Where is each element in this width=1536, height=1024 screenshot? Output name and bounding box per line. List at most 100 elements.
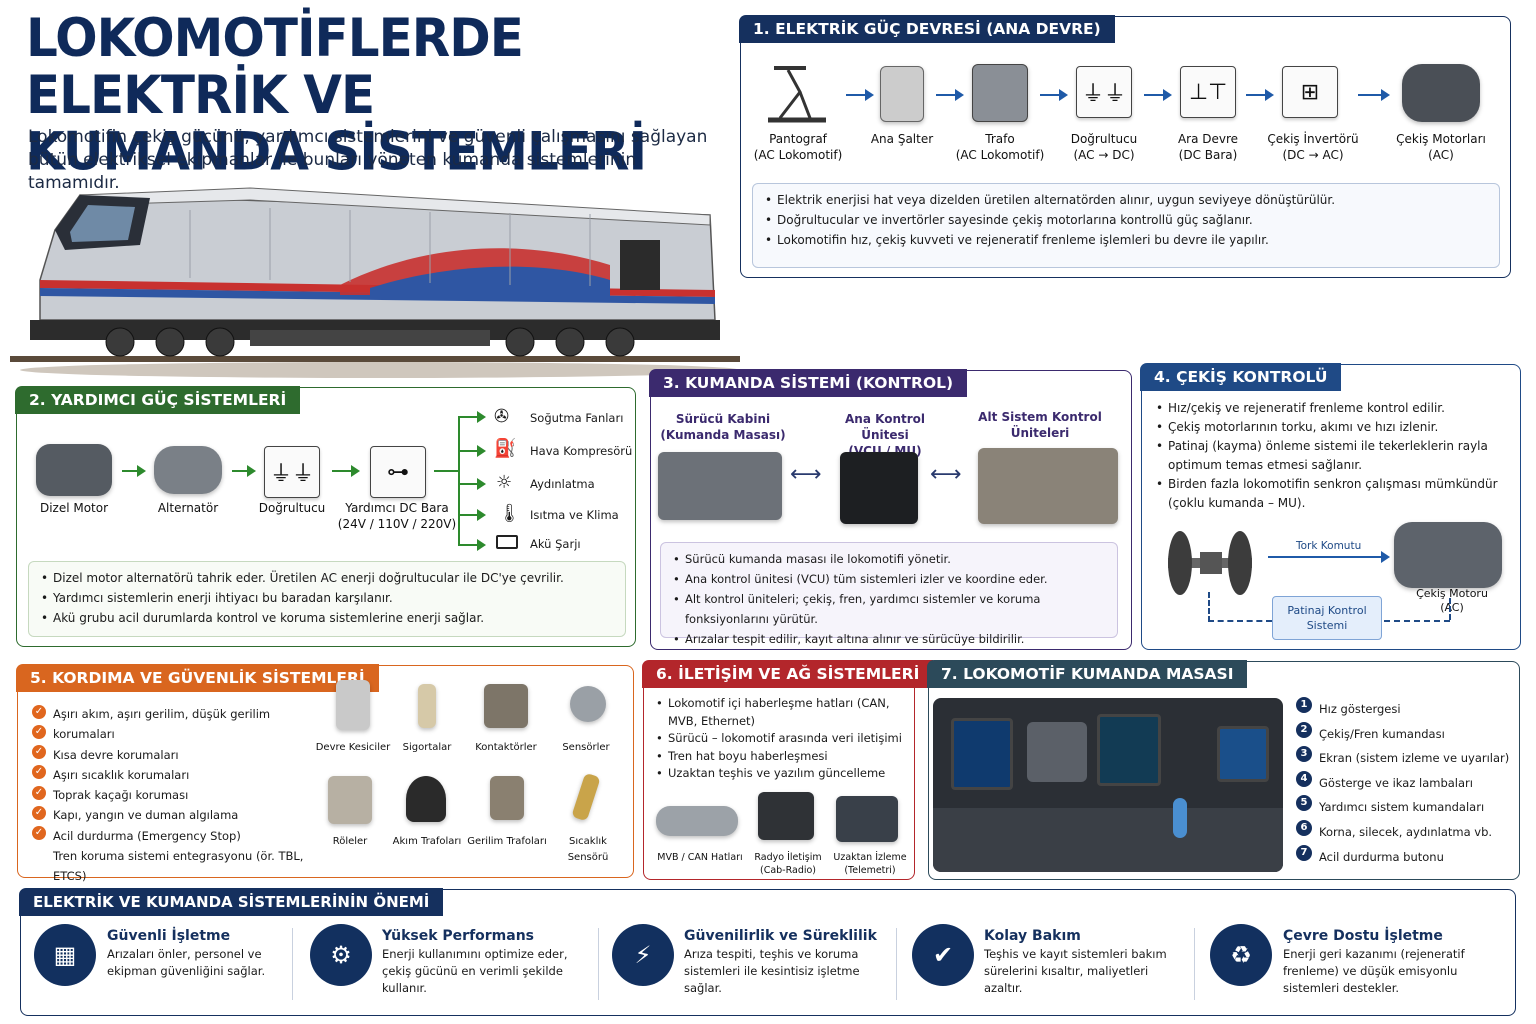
component-label: Yardımcı DC Bara(24V / 110V / 220V) bbox=[337, 501, 457, 531]
circuit-breaker-icon bbox=[336, 680, 370, 730]
component-label: Pantograf(AC Lokomotif) bbox=[753, 132, 843, 162]
importance-item: Kolay Bakım Teşhis ve kayıt sistemleri b… bbox=[984, 928, 1167, 995]
divider bbox=[896, 928, 897, 1000]
importance-item: Güvenli İşletme Arızaları önler, persone… bbox=[107, 928, 266, 978]
importance-item: Yüksek Performans Enerji kullanımını opt… bbox=[382, 928, 568, 995]
number-badge: 3 bbox=[1296, 746, 1312, 762]
output-label: Soğutma Fanları bbox=[530, 411, 624, 425]
bidirectional-arrow: ⟷ bbox=[930, 462, 962, 487]
component-label: Doğrultucu(AC → DC) bbox=[1070, 132, 1138, 162]
number-badge: 2 bbox=[1296, 722, 1312, 738]
component-label: Alternatör bbox=[157, 501, 219, 515]
rectifier-icon: ⏚⏚ bbox=[1076, 66, 1132, 118]
section-4-title: 4. ÇEKİŞ KONTROLÜ bbox=[1140, 363, 1342, 391]
flow-arrow bbox=[232, 465, 256, 477]
subsystem-units-icon bbox=[978, 448, 1118, 524]
number-badge: 4 bbox=[1296, 771, 1312, 787]
check-icon: ✓ bbox=[32, 765, 46, 779]
rectifier-icon: ⏚⏚ bbox=[264, 446, 320, 498]
contactor-icon bbox=[484, 684, 528, 728]
flow-arrow bbox=[936, 89, 964, 101]
device-label: Sıcaklık Sensörü bbox=[567, 836, 609, 863]
dc-link-icon: ⊥⊤ bbox=[1180, 66, 1236, 118]
section-4-bullets: Hız/çekiş ve rejeneratif frenleme kontro… bbox=[1156, 399, 1508, 513]
component-label: Trafo(AC Lokomotif) bbox=[955, 132, 1045, 162]
flow-arrow bbox=[458, 411, 486, 423]
flow-arrow bbox=[458, 478, 486, 490]
sensor-icon bbox=[570, 686, 606, 722]
laptop-icon bbox=[836, 796, 898, 842]
section-1-notes: Elektrik enerjisi hat veya dizelden üret… bbox=[752, 183, 1500, 268]
section-3-notes: Sürücü kumanda masası ile lokomotifi yön… bbox=[660, 542, 1118, 649]
bidirectional-arrow: ⟷ bbox=[790, 462, 822, 487]
wheelset-icon bbox=[1160, 528, 1260, 600]
display-screen bbox=[1217, 726, 1269, 782]
section-2-notes: Dizel motor alternatörü tahrik eder. Üre… bbox=[28, 561, 626, 637]
alternator-icon bbox=[154, 446, 222, 494]
check-icon: ✓ bbox=[32, 705, 46, 719]
check-icon: ✓ bbox=[32, 725, 46, 739]
throttle-lever bbox=[1173, 798, 1187, 838]
divider bbox=[598, 928, 599, 1000]
flow-arrow bbox=[1246, 89, 1274, 101]
check-icon: ✓ bbox=[32, 786, 46, 800]
section-2-title: 2. YARDIMCI GÜÇ SİSTEMLERİ bbox=[15, 386, 301, 414]
section-protection-safety: 5. KORDIMA VE GÜVENLİK SİSTEMLERİ bbox=[16, 664, 634, 878]
device-label: MVB / CAN Hatları bbox=[657, 852, 743, 863]
section-1-title: 1. ELEKTRİK GÜÇ DEVRESİ (ANA DEVRE) bbox=[739, 15, 1115, 43]
torque-arrow bbox=[1268, 551, 1390, 563]
component-label: Sürücü Kabini(Kumanda Masası) bbox=[660, 412, 786, 442]
component-label: Dizel Motor bbox=[39, 501, 109, 515]
feedback-line bbox=[1208, 592, 1210, 622]
check-icon: ✓ bbox=[32, 826, 46, 840]
device-label: Devre Kesiciler bbox=[315, 742, 391, 753]
transformer-icon bbox=[972, 64, 1028, 122]
maintenance-icon: ✔ bbox=[912, 924, 974, 986]
display-screen bbox=[951, 718, 1013, 790]
fan-icon: ✇ bbox=[494, 406, 510, 427]
branch-line bbox=[458, 416, 460, 546]
divider bbox=[292, 928, 293, 1000]
flow-arrow bbox=[122, 465, 146, 477]
device-label: Uzaktan İzleme(Telemetri) bbox=[833, 852, 907, 876]
relay-icon bbox=[328, 776, 372, 824]
diesel-engine-icon bbox=[36, 444, 112, 496]
flow-arrow bbox=[458, 539, 486, 551]
light-icon: ☼ bbox=[496, 472, 513, 493]
component-label: Doğrultucu bbox=[258, 501, 326, 515]
feedback-line bbox=[1384, 620, 1450, 622]
importance-item: Çevre Dostu İşletme Enerji geri kazanımı… bbox=[1283, 928, 1465, 995]
section-6-title: 6. İLETİŞİM VE AĞ SİSTEMLERİ bbox=[642, 660, 934, 688]
radio-icon bbox=[758, 792, 814, 840]
traction-motor-icon bbox=[1402, 64, 1480, 122]
component-label: Çekiş İnvertörü(DC → AC) bbox=[1267, 132, 1359, 162]
divider bbox=[1194, 928, 1195, 1000]
eco-icon: ♻ bbox=[1210, 924, 1272, 986]
branch-line bbox=[434, 470, 458, 472]
flow-arrow bbox=[846, 89, 874, 101]
output-label: Akü Şarjı bbox=[530, 537, 581, 551]
check-icon: ✓ bbox=[32, 806, 46, 820]
vcu-icon bbox=[840, 452, 918, 524]
flow-arrow bbox=[1040, 89, 1068, 101]
traction-motor-icon bbox=[1394, 522, 1502, 588]
device-label: Sensörler bbox=[562, 742, 610, 753]
flow-arrow bbox=[458, 445, 486, 457]
flow-arrow bbox=[1144, 89, 1172, 101]
device-label: Kontaktörler bbox=[475, 742, 537, 753]
performance-icon: ⚙ bbox=[310, 924, 372, 986]
current-transformer-icon bbox=[406, 776, 446, 822]
flow-arrow bbox=[332, 465, 360, 477]
gauge-cluster bbox=[1027, 722, 1087, 782]
importance-title: ELEKTRİK VE KUMANDA SİSTEMLERİNİN ÖNEMİ bbox=[19, 888, 444, 916]
page-title: LOKOMOTİFLERDE ELEKTRİK VE KUMANDA SİSTE… bbox=[26, 7, 647, 183]
check-icon: ✓ bbox=[32, 745, 46, 759]
device-label: Röleler bbox=[332, 836, 368, 847]
driver-desk-icon bbox=[658, 452, 782, 520]
feedback-line bbox=[1208, 620, 1272, 622]
section-3-title: 3. KUMANDA SİSTEMİ (KONTROL) bbox=[649, 369, 968, 397]
main-breaker-icon bbox=[880, 66, 924, 122]
section-5-title: 5. KORDIMA VE GÜVENLİK SİSTEMLERİ bbox=[16, 664, 379, 692]
